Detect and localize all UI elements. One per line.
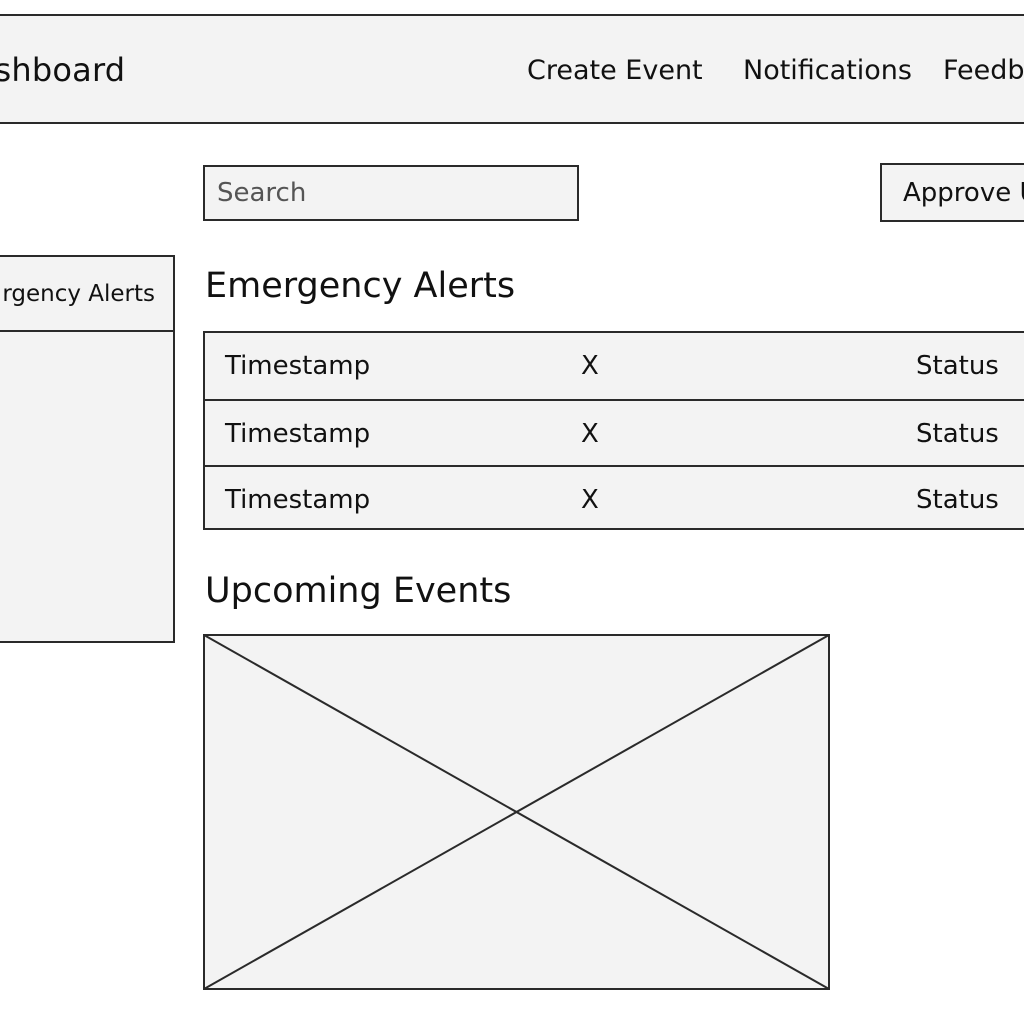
dismiss-alert-button[interactable]: X [581, 351, 599, 381]
nav-feedback[interactable]: Feedb [943, 55, 1024, 86]
approve-button[interactable]: Approve U [880, 163, 1024, 222]
table-row: Timestamp X Status [205, 465, 1024, 531]
table-row: Timestamp X Status [205, 399, 1024, 465]
dismiss-alert-button[interactable]: X [581, 419, 599, 449]
sidebar: rgency Alerts nts rs ferences [0, 255, 175, 643]
alert-status: Status [916, 351, 999, 381]
alert-timestamp: Timestamp [225, 419, 371, 449]
alert-timestamp: Timestamp [225, 485, 371, 515]
table-row: Timestamp X Status [205, 333, 1024, 399]
alert-status: Status [916, 485, 999, 515]
upcoming-events-image-placeholder [203, 634, 830, 990]
brand-title: dshboard [0, 51, 126, 89]
alert-status: Status [916, 419, 999, 449]
dismiss-alert-button[interactable]: X [581, 485, 599, 515]
top-header-bar [0, 14, 1024, 124]
upcoming-events-heading: Upcoming Events [205, 571, 512, 611]
sidebar-item-emergency-alerts[interactable]: rgency Alerts [0, 257, 173, 332]
nav-create-event[interactable]: Create Event [527, 55, 703, 86]
emergency-alerts-heading: Emergency Alerts [205, 266, 516, 306]
alerts-table: Timestamp X Status Timestamp X Status Ti… [203, 331, 1024, 530]
sidebar-item-label: rgency Alerts [2, 281, 155, 307]
nav-notifications[interactable]: Notifications [743, 55, 912, 86]
alert-timestamp: Timestamp [225, 351, 371, 381]
search-input[interactable] [203, 165, 579, 221]
